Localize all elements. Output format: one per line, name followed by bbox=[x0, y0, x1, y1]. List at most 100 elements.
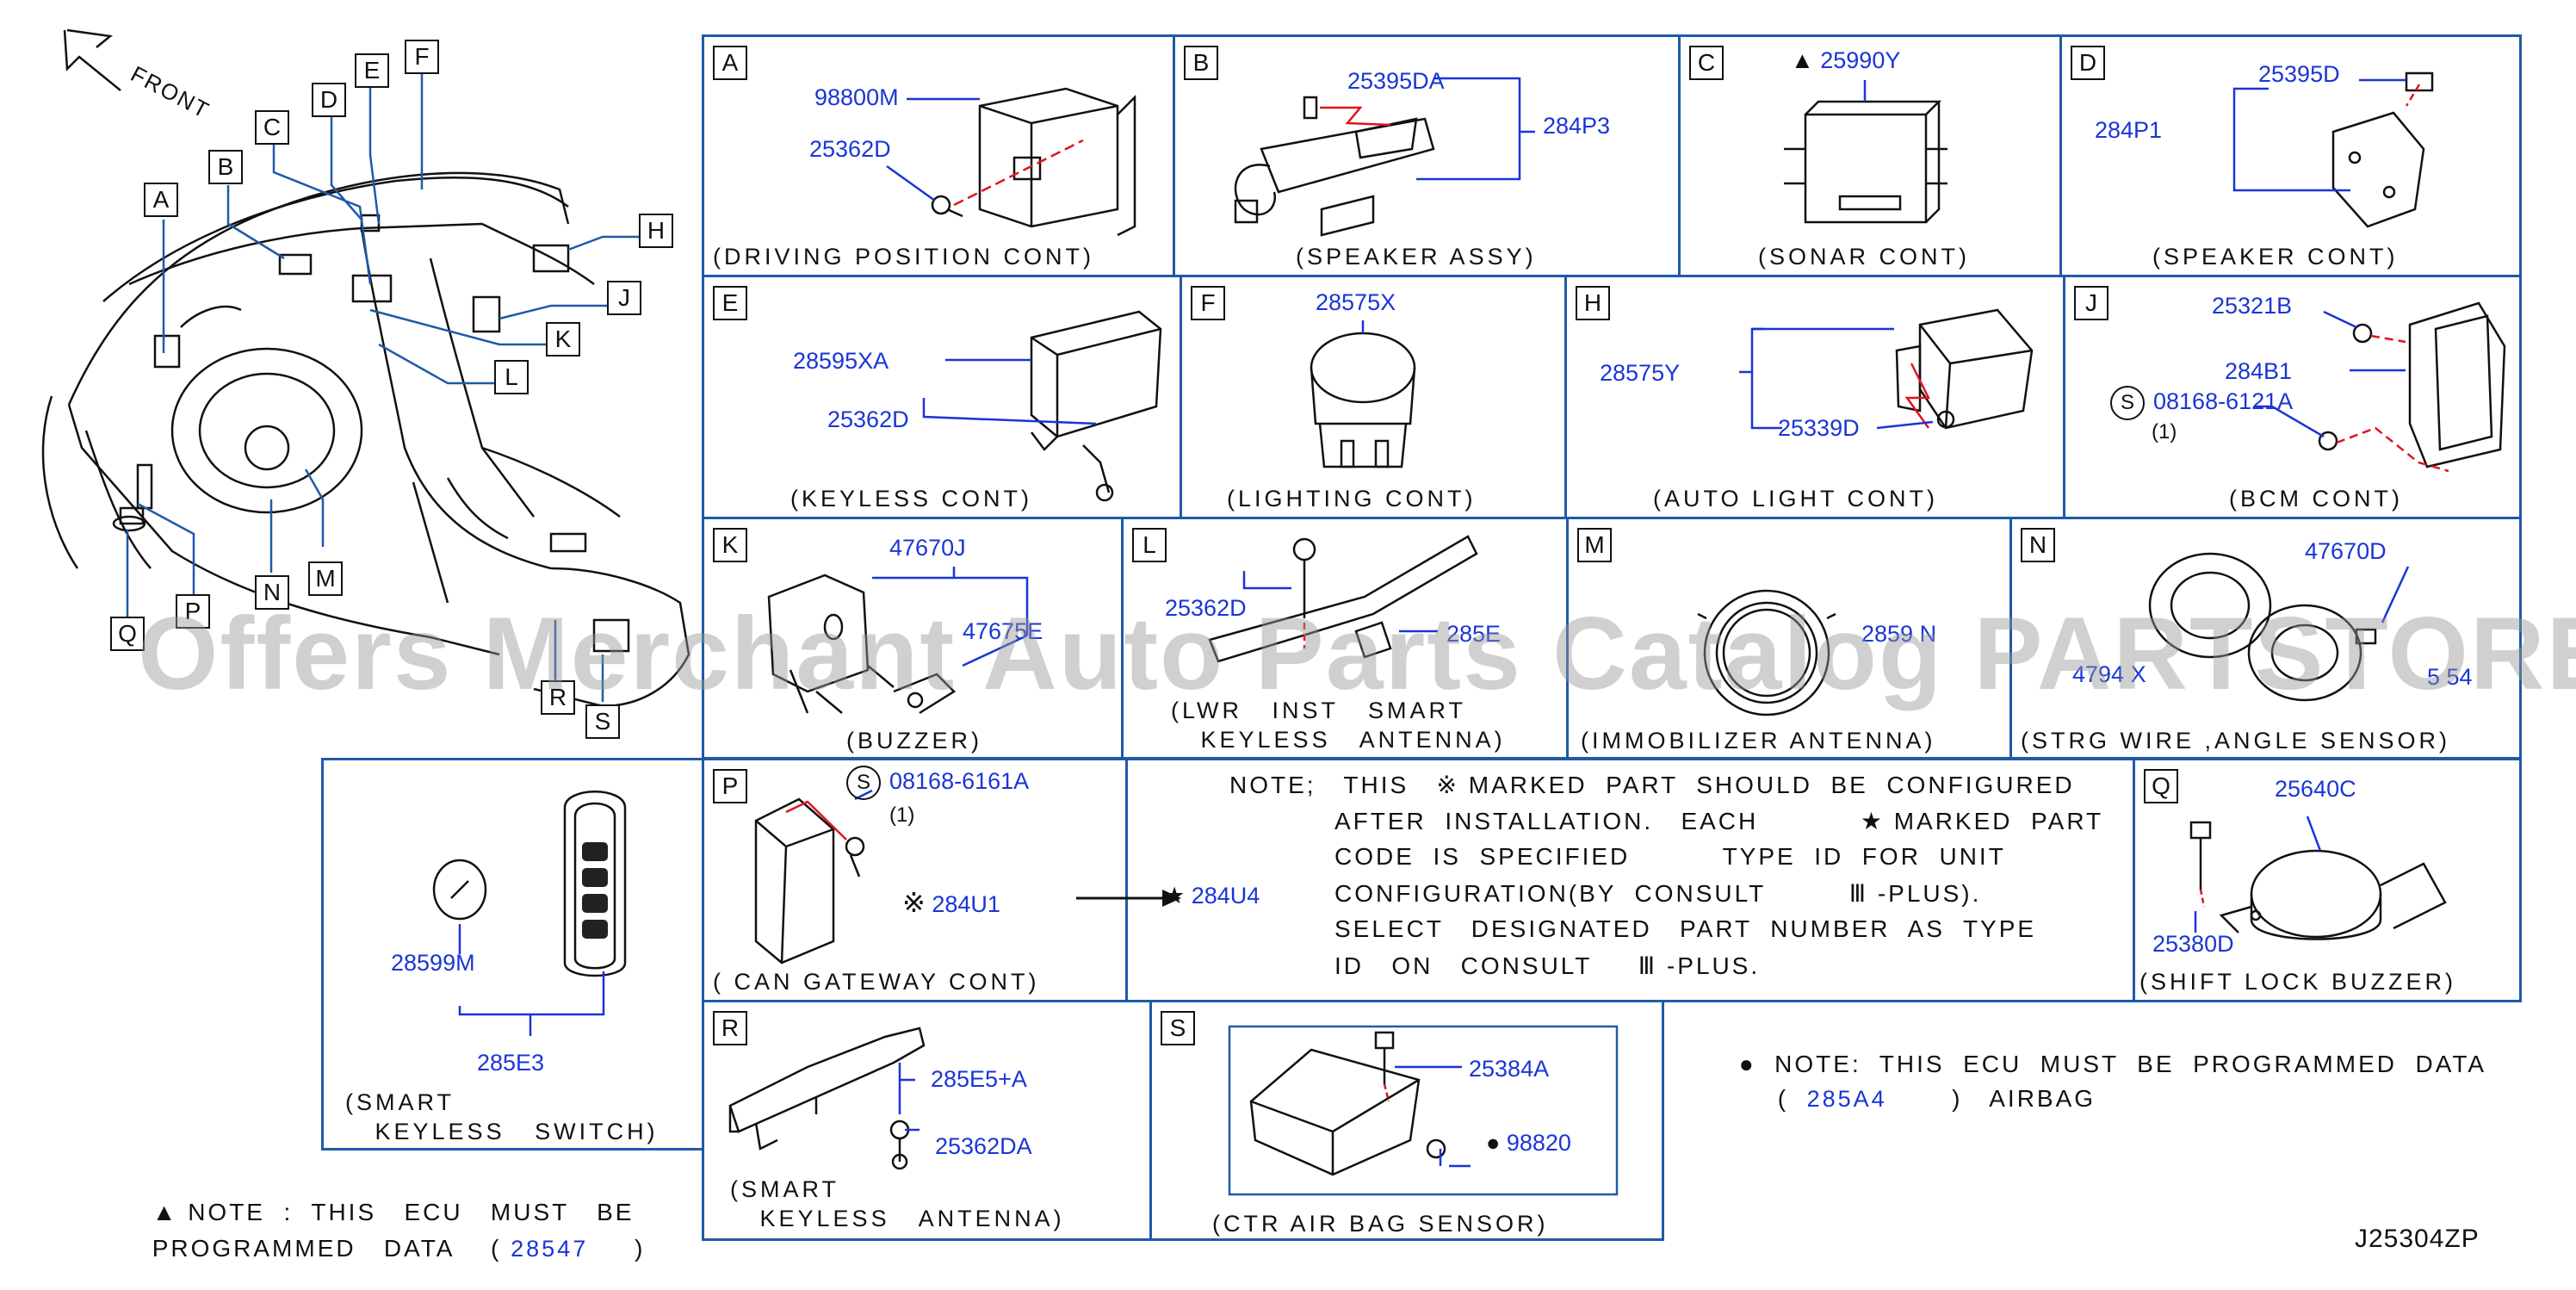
part-number[interactable]: 25339D bbox=[1778, 415, 1860, 441]
panel-d-speaker-cont[interactable]: D 25395D 284P1 (SPEAKER CONT) bbox=[2059, 34, 2522, 277]
panel-caption: (STRG WIRE ,ANGLE SENSOR) bbox=[2021, 728, 2451, 754]
panel-h-auto-light-cont[interactable]: H 28575Y 25339D (AUTO LIGHT CONT) bbox=[1564, 275, 2065, 519]
overview-tag-k[interactable]: K bbox=[546, 322, 580, 357]
part-number[interactable]: 28595XA bbox=[793, 348, 889, 374]
overview-tag-m[interactable]: M bbox=[308, 561, 343, 596]
part-number[interactable]: 28599M bbox=[391, 950, 475, 976]
part-number[interactable]: 47675E bbox=[963, 618, 1043, 644]
note-text: PROGRAMMED DATA bbox=[152, 1235, 454, 1262]
panel-caption: (CTR AIR BAG SENSOR) bbox=[1212, 1211, 1549, 1237]
part-number[interactable]: 4794 X bbox=[2072, 661, 2146, 687]
part-drawing bbox=[432, 791, 627, 1036]
overview-tag-s[interactable]: S bbox=[585, 704, 620, 739]
overview-tag-c[interactable]: C bbox=[255, 110, 289, 145]
part-number[interactable]: 25640C bbox=[2275, 776, 2356, 802]
part-number[interactable]: 28575X bbox=[1316, 289, 1396, 315]
star-marker-icon: ★ bbox=[1164, 883, 1186, 909]
panel-tag: P bbox=[713, 769, 747, 803]
part-number[interactable]: 47670J bbox=[889, 535, 966, 561]
part-number[interactable]: 284P1 bbox=[2095, 117, 2163, 143]
part-number[interactable]: 285E3 bbox=[477, 1050, 545, 1076]
part-number[interactable]: 25395D bbox=[2258, 61, 2340, 87]
part-number[interactable]: 285A4 bbox=[1806, 1086, 1887, 1112]
note-line: ▲ NOTE : THIS ECU MUST BE bbox=[96, 1171, 634, 1254]
panel-b-speaker-assy[interactable]: B 25395DA 284P3 (SPEAKER ASSY) bbox=[1173, 34, 1681, 277]
quantity: (1) bbox=[889, 803, 915, 827]
overview-tag-j[interactable]: J bbox=[607, 281, 641, 315]
panel-caption: ( CAN GATEWAY CONT) bbox=[713, 969, 1040, 995]
part-number[interactable]: ※ 284U1 bbox=[902, 886, 1000, 919]
part-number[interactable]: ▲ 25990Y bbox=[1791, 47, 1900, 74]
part-number[interactable]: 2859 N bbox=[1861, 621, 1937, 647]
panel-f-lighting-cont[interactable]: F 28575X (LIGHTING CONT) bbox=[1180, 275, 1567, 519]
part-number[interactable]: 25362D bbox=[809, 136, 891, 162]
part-number-text: 25990Y bbox=[1820, 47, 1901, 73]
part-number[interactable]: ● 98820 bbox=[1486, 1130, 1571, 1157]
overview-tag-f[interactable]: F bbox=[405, 40, 439, 74]
part-number[interactable]: 28547 bbox=[511, 1236, 589, 1262]
panel-r-smart-keyless-antenna[interactable]: R 285E5+A 25362DA (SMART KEYLESS ANTENNA… bbox=[702, 1000, 1152, 1241]
overview-tag-h[interactable]: H bbox=[639, 214, 673, 248]
quantity: (1) bbox=[2152, 420, 2177, 443]
part-number[interactable]: 25362D bbox=[1165, 595, 1247, 621]
part-number[interactable]: 25321B bbox=[2212, 293, 2293, 319]
panel-l-lwr-inst-smart-keyless-antenna[interactable]: L 25362D 285E (LWR INST SMART KEYLESS AN… bbox=[1121, 517, 1569, 760]
note-line: SELECT DESIGNATED PART NUMBER AS TYPE bbox=[1334, 915, 2037, 942]
overview-tag-b[interactable]: B bbox=[208, 150, 243, 184]
part-number[interactable]: 285E5+A bbox=[931, 1066, 1027, 1092]
panel-q-shift-lock-buzzer[interactable]: Q 25640C 25380D (SHIFT LOCK BUZZER) bbox=[2133, 758, 2522, 1002]
part-number[interactable]: 98800M bbox=[814, 84, 899, 110]
part-number[interactable]: 25384A bbox=[1469, 1056, 1550, 1082]
part-drawing bbox=[767, 567, 1029, 715]
panel-s-ctr-air-bag-sensor[interactable]: S 25384A ● 98820 (CTR AIR BAG SEN bbox=[1149, 1000, 1664, 1241]
overview-tag-p[interactable]: P bbox=[176, 594, 210, 629]
note-line: CODE IS SPECIFIED TYPE ID FOR UNIT bbox=[1334, 843, 2006, 870]
note-line: PROGRAMMED DATA ( 28547 ) bbox=[96, 1207, 645, 1290]
part-number[interactable]: 284P3 bbox=[1543, 113, 1611, 139]
panel-smart-keyless-switch[interactable]: 28599M 285E3 (SMART KEYLESS SWITCH) bbox=[321, 758, 704, 1150]
part-number-text: 08168-6121A bbox=[2153, 388, 2294, 414]
part-drawing bbox=[1310, 320, 1416, 468]
panel-caption: (LIGHTING CONT) bbox=[1227, 486, 1477, 512]
panel-caption: (LWR INST SMART KEYLESS ANTENNA) bbox=[1171, 698, 1506, 753]
overview-tag-q[interactable]: Q bbox=[110, 617, 145, 651]
overview-tag-r[interactable]: R bbox=[541, 680, 575, 715]
overview-tag-d[interactable]: D bbox=[312, 83, 346, 117]
overview-tag-l[interactable]: L bbox=[494, 360, 529, 394]
panel-tag: M bbox=[1577, 528, 1612, 562]
overview-tag-a[interactable]: A bbox=[144, 183, 178, 217]
part-drawing bbox=[2232, 71, 2434, 228]
overview-tag-e[interactable]: E bbox=[355, 53, 389, 88]
panel-caption: (BUZZER) bbox=[846, 728, 982, 754]
part-number[interactable]: 285E bbox=[1446, 621, 1502, 647]
part-number[interactable]: 25380D bbox=[2152, 931, 2234, 957]
part-number[interactable]: 284B1 bbox=[2225, 358, 2293, 384]
part-number[interactable]: 5 54 bbox=[2427, 664, 2473, 690]
part-drawing bbox=[1228, 1025, 1619, 1196]
panel-c-sonar-cont[interactable]: C ▲ 25990Y (SONAR CONT) bbox=[1678, 34, 2062, 277]
configure-marker-icon: ※ bbox=[902, 887, 926, 918]
note-text: NOTE: THIS ECU MUST BE PROGRAMMED DATA bbox=[1774, 1051, 2487, 1077]
arrow-drawing bbox=[1076, 890, 1181, 907]
panel-tag: F bbox=[1191, 286, 1225, 320]
panel-e-keyless-cont[interactable]: E 28595XA 25362D (KEYLESS CONT) bbox=[702, 275, 1182, 519]
panel-m-immobilizer-antenna[interactable]: M 2859 N (IMMOBILIZER ANTENNA) bbox=[1566, 517, 2012, 760]
part-number[interactable]: 25395DA bbox=[1347, 68, 1445, 94]
part-number[interactable]: 25362D bbox=[827, 406, 909, 432]
part-number[interactable]: ★ 284U4 bbox=[1164, 883, 1260, 909]
part-number[interactable]: 47670D bbox=[2305, 538, 2387, 564]
overview-tag-n[interactable]: N bbox=[255, 575, 289, 610]
part-number[interactable]: 25362DA bbox=[935, 1133, 1032, 1159]
panel-a-driving-position-cont[interactable]: A 98800M 25362D (DRIVING POSITION CONT) bbox=[702, 34, 1175, 277]
note-line: ( 285A4 ) AIRBAG bbox=[1722, 1057, 2096, 1140]
part-number[interactable]: 28575Y bbox=[1600, 360, 1681, 386]
circle-s-icon: S bbox=[846, 766, 881, 800]
panel-n-strg-wire-angle-sensor[interactable]: N 47670D 4794 X 5 54 (STRG WIRE ,ANGLE S… bbox=[2009, 517, 2522, 760]
panel-k-buzzer[interactable]: K 47670J 47675E (BUZZER) bbox=[702, 517, 1124, 760]
airbag-note: ● NOTE: THIS ECU MUST BE PROGRAMMED DATA… bbox=[1683, 1023, 2544, 1112]
